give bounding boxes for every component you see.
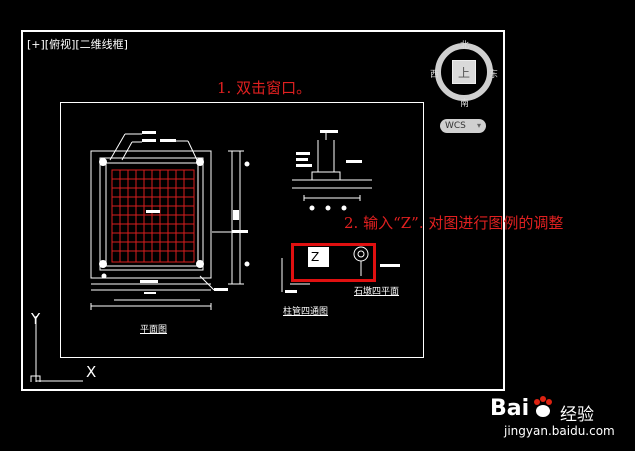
- compass-east[interactable]: 东: [489, 70, 499, 80]
- drawing-viewport[interactable]: [21, 30, 505, 391]
- chevron-down-icon: ▾: [476, 121, 481, 130]
- section-title: 石墩四平面: [354, 287, 400, 297]
- watermark-logo: Bai: [490, 396, 530, 421]
- ucs-icon: [30, 316, 83, 382]
- detail-title: 柱管四通图: [283, 307, 329, 317]
- ucs-x-label: X: [86, 363, 97, 381]
- detail-marks: [296, 130, 362, 211]
- watermark-url: jingyan.baidu.com: [504, 424, 615, 438]
- command-input-z[interactable]: Z: [308, 247, 329, 267]
- plan-dimension-marks: [101, 161, 250, 294]
- plan-title: 平面图: [140, 325, 168, 335]
- compass-west[interactable]: 西: [430, 70, 440, 80]
- instruction-step-2: 2. 输入“Z”. 对图进行图例的调整: [344, 214, 564, 232]
- plan-view: [90, 150, 212, 301]
- viewcube-top-face[interactable]: 上: [452, 60, 476, 84]
- viewcube-compass-ring[interactable]: [435, 43, 493, 101]
- plan-dimensions: [90, 150, 244, 310]
- wcs-dropdown[interactable]: WCS ▾: [440, 119, 486, 133]
- red-grid: [111, 169, 195, 263]
- compass-north[interactable]: 北: [460, 41, 470, 51]
- watermark-brand: 经验: [560, 405, 594, 425]
- paw-icon: [534, 396, 552, 417]
- wcs-label: WCS: [445, 121, 466, 131]
- detail-view: [292, 132, 372, 201]
- lower-detail: [281, 246, 369, 292]
- instruction-step-1: 1. 双击窗口。: [217, 79, 312, 97]
- paper-sheet: [60, 102, 424, 358]
- plan-posts: [99, 158, 204, 268]
- compass-south[interactable]: 南: [460, 99, 470, 109]
- viewcube[interactable]: 上 北 南 西 东: [428, 36, 500, 109]
- lower-detail-marks: [285, 264, 400, 293]
- ucs-y-label: Y: [31, 310, 41, 328]
- plan-leaders: [109, 133, 232, 291]
- highlight-frame: [291, 243, 376, 282]
- viewport-label[interactable]: [+][俯视][二维线框]: [27, 38, 128, 51]
